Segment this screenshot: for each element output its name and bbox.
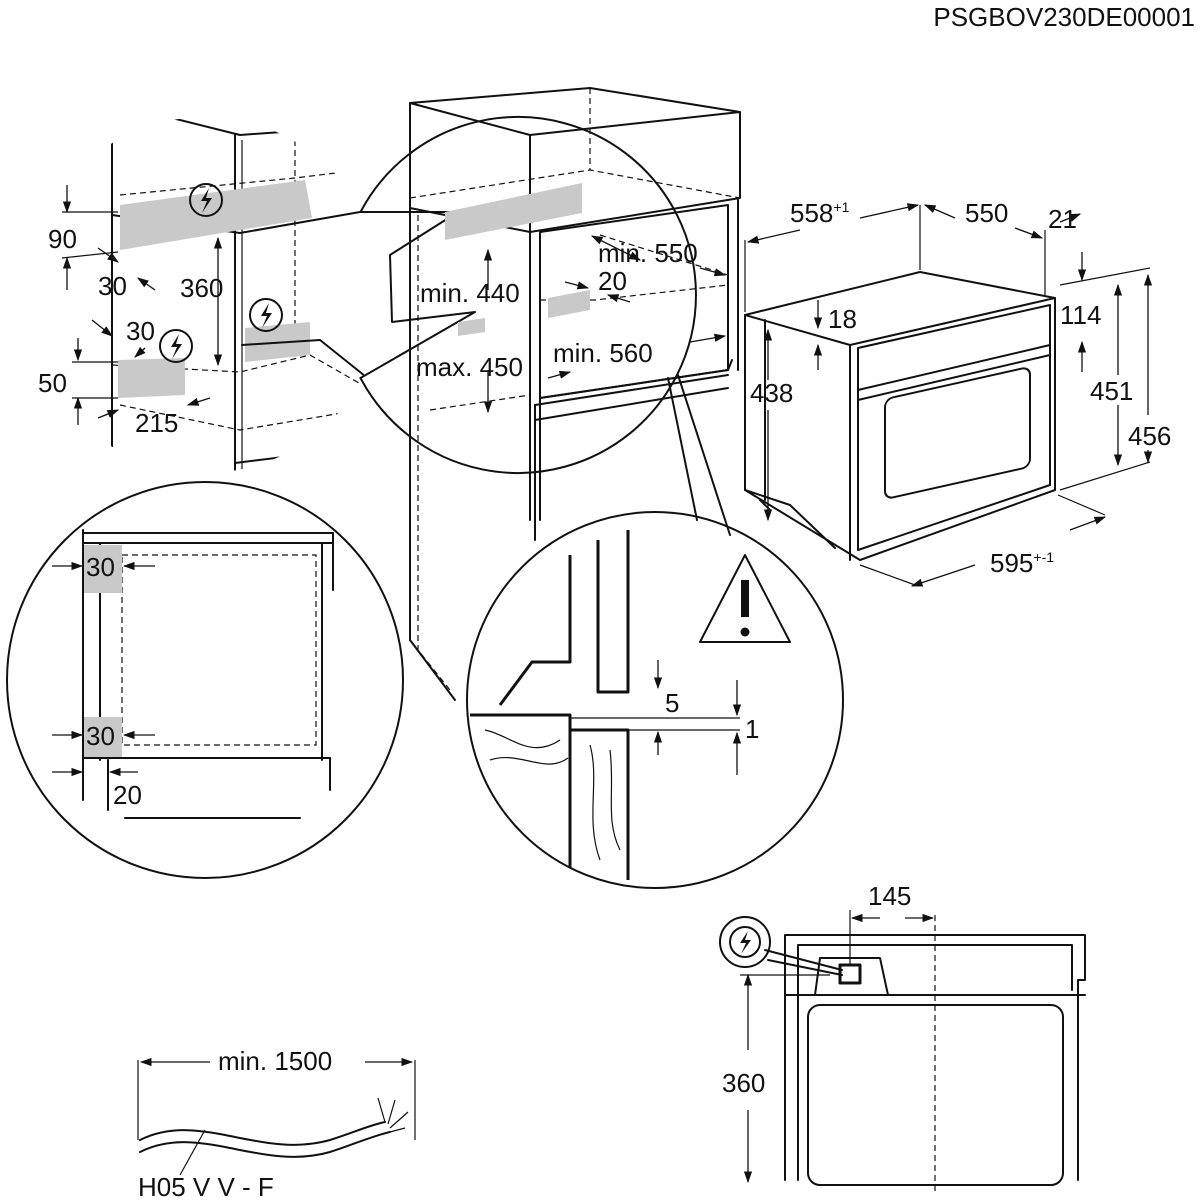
electrical-hazard-icon xyxy=(249,298,283,332)
dim-550: 550 xyxy=(965,198,1008,228)
side-zone-lower xyxy=(84,717,122,757)
drawing-code: PSGBOV230DE00001 xyxy=(933,2,1195,32)
dim-30-top: 30 xyxy=(86,552,115,582)
cabinet-zone-top xyxy=(445,183,582,240)
dim-558: 558+1 xyxy=(790,198,850,228)
side-zone-upper xyxy=(84,545,122,593)
dim-145: 145 xyxy=(868,881,911,911)
electrical-hazard-icon xyxy=(189,183,223,217)
socket-zone-lower xyxy=(118,358,185,398)
cabinet-zone-socket xyxy=(548,290,590,318)
dim-438: 438 xyxy=(750,378,793,408)
dim-20-cabinet: 20 xyxy=(598,266,627,296)
dim-215: 215 xyxy=(135,408,178,438)
dim-30: 30 xyxy=(98,271,127,301)
dim-min-1500: min. 1500 xyxy=(218,1046,332,1076)
dim-360: 360 xyxy=(180,273,223,303)
cabinet-zone-side xyxy=(458,318,485,336)
dim-30-lower: 30 xyxy=(126,316,155,346)
dim-min-550: min. 550 xyxy=(598,238,698,268)
rear-view: 145 360 xyxy=(719,881,1086,1195)
side-detail-circle: 30 30 20 xyxy=(6,481,404,879)
dim-90: 90 xyxy=(48,224,77,254)
electrical-hazard-icon xyxy=(159,329,193,363)
dim-456: 456 xyxy=(1128,421,1171,451)
dim-50: 50 xyxy=(38,368,67,398)
dim-451: 451 xyxy=(1090,376,1133,406)
dim-1: 1 xyxy=(745,714,759,744)
dim-18: 18 xyxy=(828,304,857,334)
dim-595: 595+-1 xyxy=(990,548,1054,578)
cable-detail: min. 1500 H05 V V - F xyxy=(137,1046,416,1200)
dim-max-450: max. 450 xyxy=(416,352,523,382)
dim-21: 21 xyxy=(1048,204,1077,234)
appliance: 558+1 550 21 18 114 438 451 456 595+-1 xyxy=(744,198,1171,587)
dim-5: 5 xyxy=(665,688,679,718)
cabinet: min. 440 max. 450 min. 550 20 min. 560 xyxy=(409,87,741,701)
dim-360-rear: 360 xyxy=(722,1068,765,1098)
dim-min-560: min. 560 xyxy=(553,338,653,368)
socket-zone-upper xyxy=(120,180,312,250)
dim-min-440: min. 440 xyxy=(420,278,520,308)
dim-20: 20 xyxy=(113,780,142,810)
step-detail-circle: 5 1 xyxy=(466,511,844,889)
dim-30-bottom: 30 xyxy=(86,721,115,751)
cable-type: H05 V V - F xyxy=(138,1172,274,1200)
warning-triangle-icon xyxy=(699,554,791,643)
dim-114: 114 xyxy=(1060,300,1101,330)
electrical-hazard-icon xyxy=(719,916,771,968)
top-detail-circle: 90 30 360 30 50 215 xyxy=(38,116,697,474)
